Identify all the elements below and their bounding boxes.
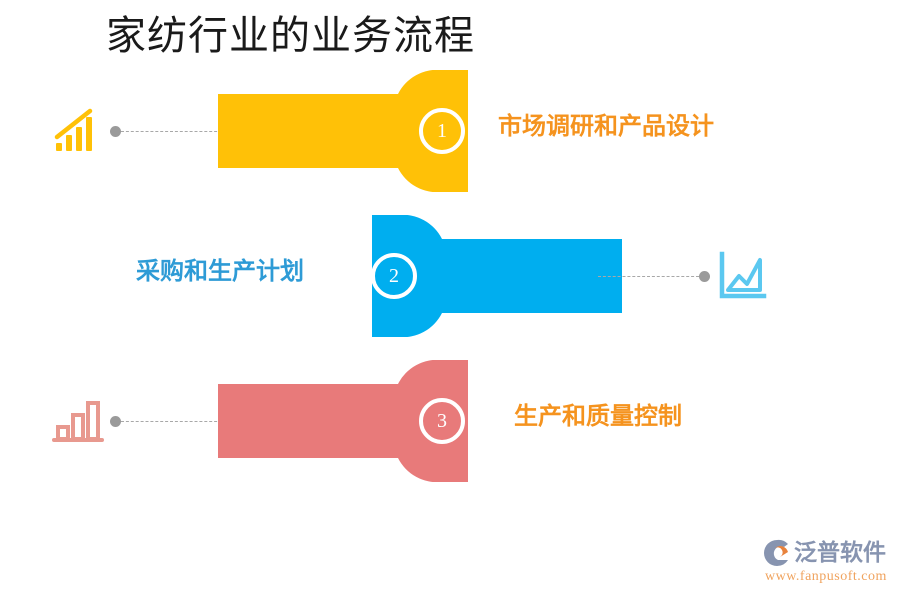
step-number-badge-1: 1 [419, 108, 465, 154]
process-step-row-1: 1 市场调研和产品设计 [0, 70, 900, 192]
step-label-1: 市场调研和产品设计 [498, 114, 714, 140]
process-step-row-2: 采购和生产计划 2 [0, 215, 900, 337]
step-label-2: 采购和生产计划 [136, 259, 304, 285]
arrow-shape-3 [218, 360, 468, 482]
step-number-badge-2: 2 [371, 253, 417, 299]
step-number-badge-3: 3 [419, 398, 465, 444]
step-number-text: 2 [389, 264, 399, 287]
connector-dash [121, 420, 222, 422]
line-chart-icon [714, 248, 770, 304]
step-number-text: 3 [437, 409, 447, 432]
brand-logo: 泛普软件 www.fanpusoft.com [762, 538, 894, 590]
brand-logo-top: 泛普软件 [762, 538, 894, 568]
connector-dot [699, 270, 710, 282]
bar-chart-growth-icon [50, 103, 106, 159]
page-title: 家纺行业的业务流程 [106, 13, 475, 58]
connector-line-2 [598, 270, 710, 282]
connector-dot [110, 125, 121, 137]
brand-name: 泛普软件 [794, 540, 886, 565]
connector-line-3 [110, 415, 222, 427]
arrow-shape-1 [218, 70, 468, 192]
step-number-text: 1 [437, 119, 447, 142]
fanpu-swoosh-logo-icon [762, 538, 792, 568]
step-label-3: 生产和质量控制 [514, 404, 682, 430]
connector-dash [598, 275, 699, 277]
bar-chart-icon [50, 393, 106, 449]
connector-dash [121, 130, 222, 132]
connector-line-1 [110, 125, 222, 137]
process-step-row-3: 3 生产和质量控制 [0, 360, 900, 482]
brand-url: www.fanpusoft.com [765, 569, 887, 584]
arrow-shape-2 [372, 215, 622, 337]
connector-dot [110, 415, 121, 427]
